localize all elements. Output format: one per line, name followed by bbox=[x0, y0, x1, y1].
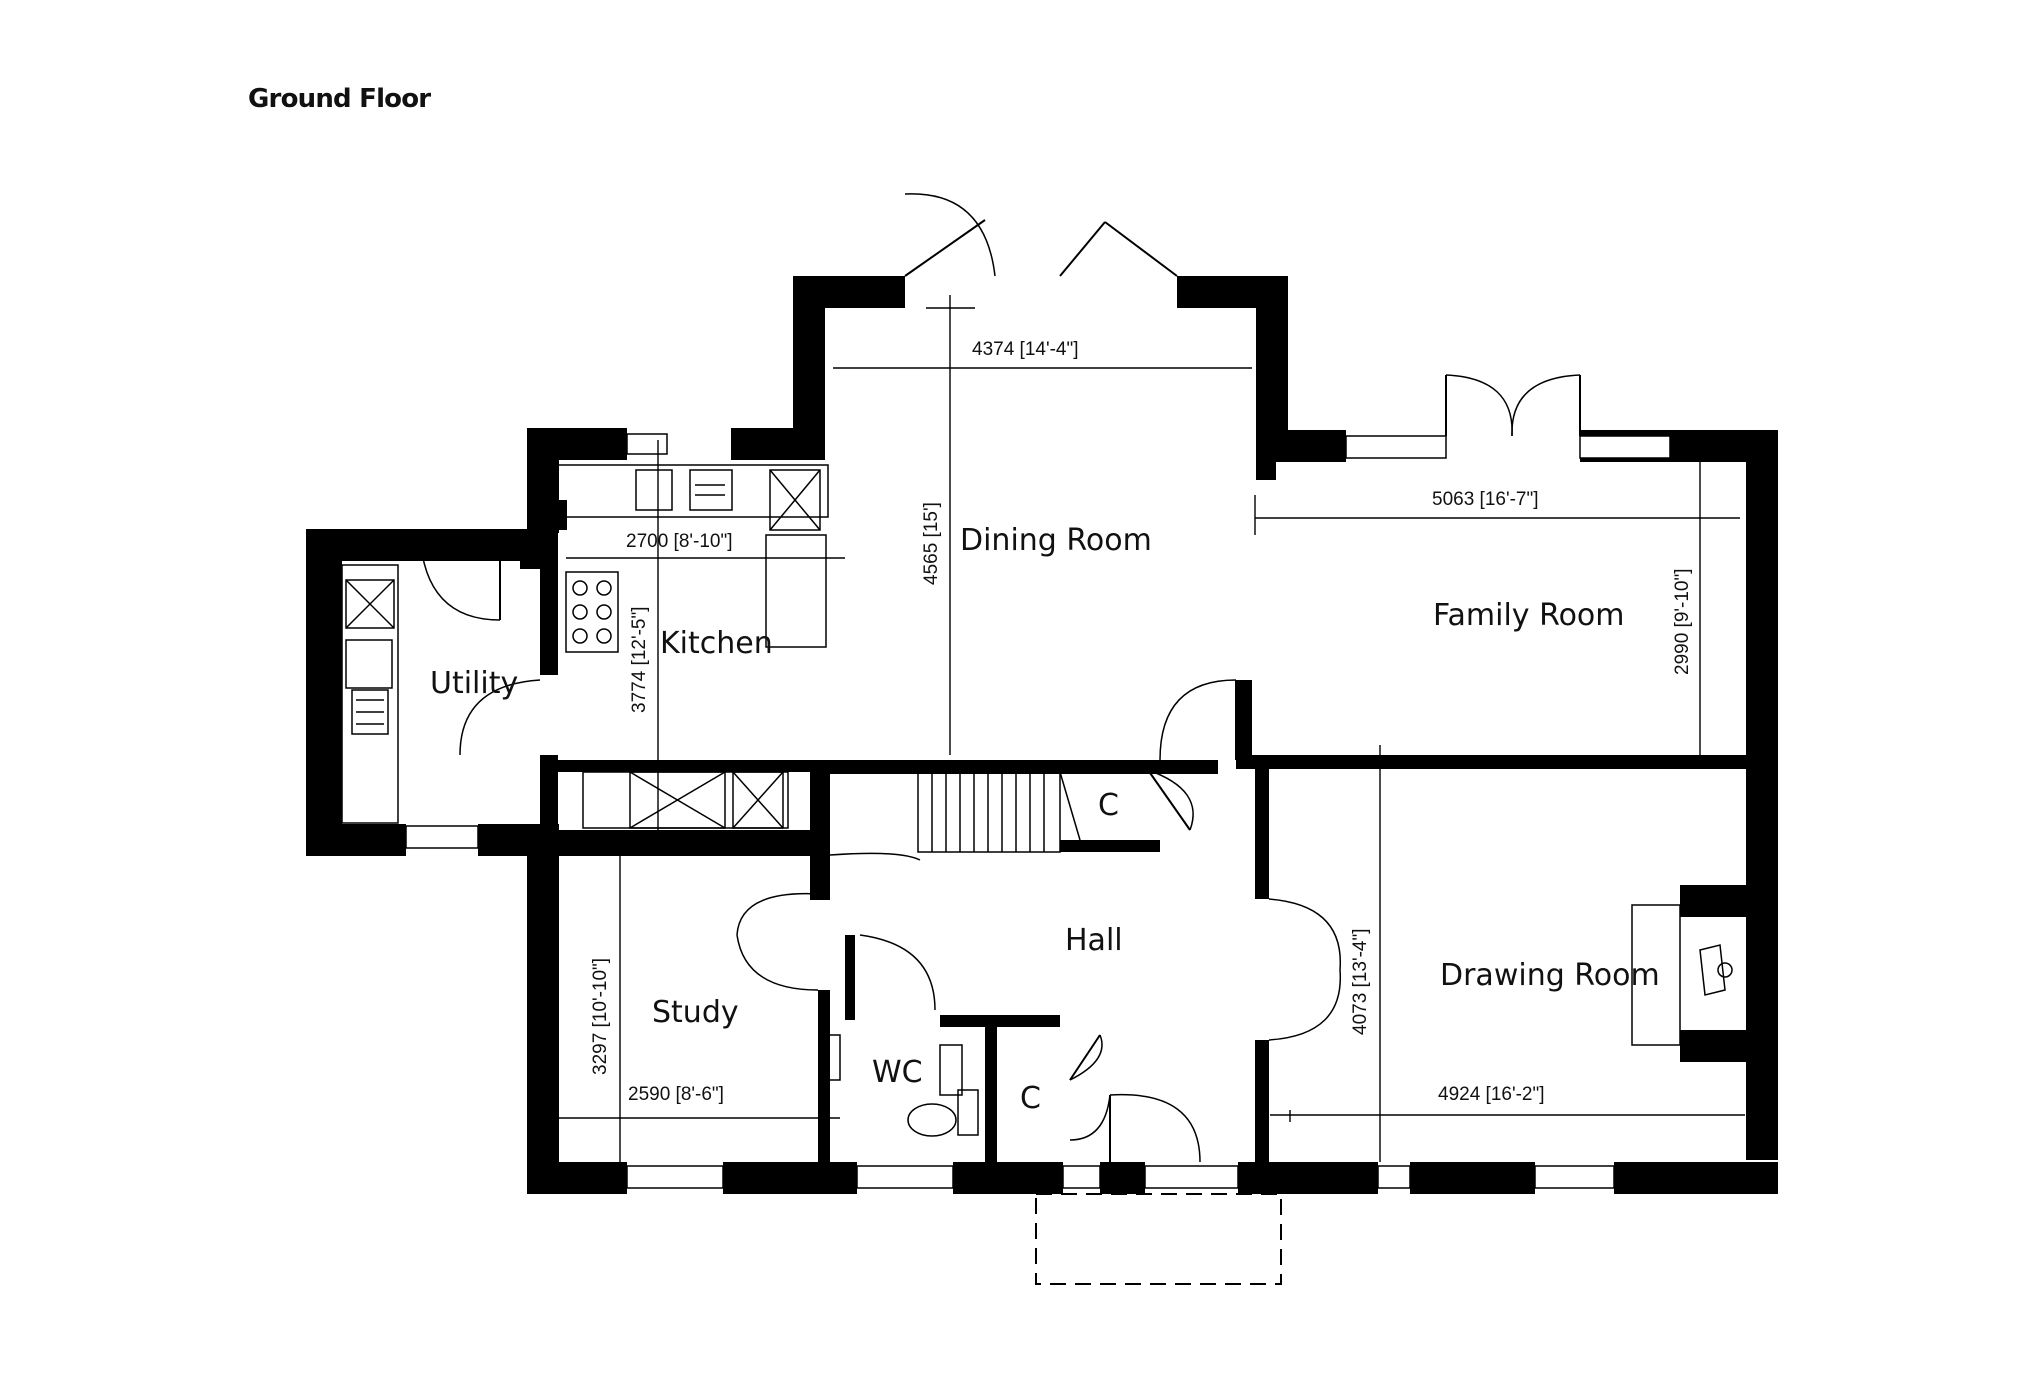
dim-dining-depth: 4565 [15'] bbox=[921, 502, 942, 585]
label-cupboard-stairs: C bbox=[1098, 788, 1119, 823]
dim-kitchen-width: 2700 [8'-10"] bbox=[626, 531, 733, 552]
dim-study-depth: 3297 [10'-10"] bbox=[590, 958, 611, 1075]
exterior-walls bbox=[306, 276, 1778, 1194]
dim-family-depth: 2990 [9'-10"] bbox=[1672, 568, 1693, 675]
porch-outline bbox=[1035, 1193, 1282, 1285]
dim-drawing-depth: 4073 [13'-4"] bbox=[1350, 928, 1371, 1035]
room-labels: Dining Room Family Room Kitchen Utility … bbox=[430, 523, 1660, 1116]
dim-drawing-width: 4924 [16'-2"] bbox=[1438, 1084, 1545, 1105]
plan-title: Ground Floor bbox=[248, 84, 431, 114]
label-family-room: Family Room bbox=[1433, 598, 1625, 633]
label-cupboard-hall: C bbox=[1020, 1081, 1041, 1116]
doors bbox=[419, 193, 1581, 1163]
kitchen-fittings bbox=[557, 464, 829, 829]
dim-dining-width: 4374 [14'-4"] bbox=[972, 339, 1079, 360]
label-utility: Utility bbox=[430, 666, 518, 701]
label-dining-room: Dining Room bbox=[960, 523, 1152, 558]
label-wc: WC bbox=[872, 1055, 923, 1090]
dimension-labels: 4374 [14'-4"] 4565 [15'] 5063 [16'-7"] 2… bbox=[590, 339, 1693, 1105]
internal-walls bbox=[558, 680, 1756, 1165]
fireplace bbox=[1631, 904, 1733, 1046]
label-study: Study bbox=[652, 995, 739, 1030]
dimension-lines bbox=[555, 295, 1745, 1162]
label-kitchen: Kitchen bbox=[660, 626, 773, 661]
dim-family-width: 5063 [16'-7"] bbox=[1432, 489, 1539, 510]
staircase bbox=[829, 771, 1081, 861]
windows bbox=[405, 433, 1671, 1189]
dim-study-width: 2590 [8'-6"] bbox=[628, 1084, 724, 1105]
wc-fittings bbox=[827, 1034, 979, 1137]
utility-fittings bbox=[341, 564, 399, 824]
label-drawing-room: Drawing Room bbox=[1440, 958, 1660, 993]
dim-kitchen-depth: 3774 [12'-5"] bbox=[629, 606, 650, 713]
label-hall: Hall bbox=[1065, 923, 1123, 958]
